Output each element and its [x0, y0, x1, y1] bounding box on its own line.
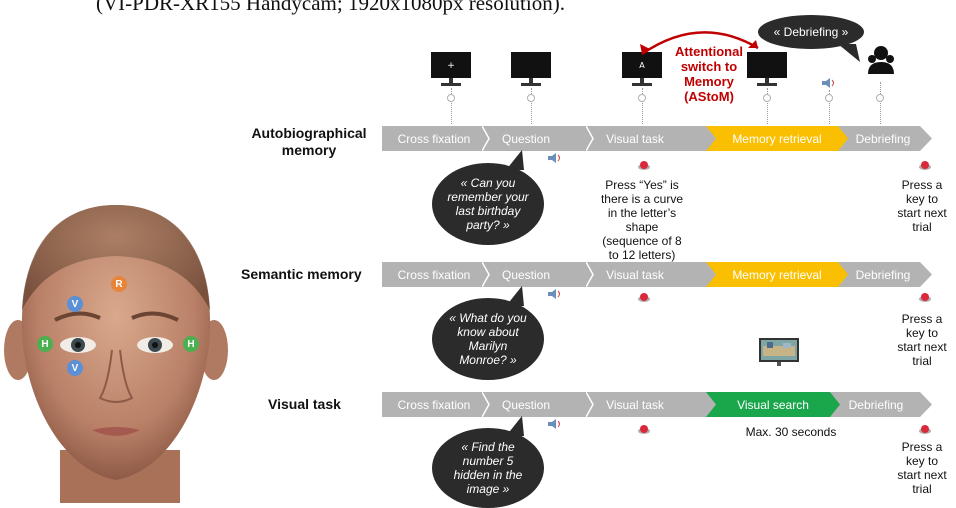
connector: [642, 88, 644, 124]
segment-memory-retrieval: Memory retrieval: [732, 131, 822, 146]
header-text: (VI-PDR-XR155 Handycam; 1920x1080px reso…: [96, 0, 565, 15]
end-note: Press a key to start next trial: [897, 440, 947, 496]
segment-question: Question: [501, 267, 551, 282]
row-label-visual-task: Visual task: [268, 396, 341, 412]
segment-cross-fixation: Cross fixation: [397, 397, 471, 412]
question-bubble-semantic: « What do you know about Marilyn Monroe?…: [432, 298, 544, 380]
connector-dot: [825, 94, 833, 102]
monitor-icon: [509, 52, 553, 86]
response-button-icon: [919, 425, 931, 434]
end-note: Press a key to start next trial: [897, 178, 947, 234]
connector: [451, 88, 453, 124]
response-button-icon: [919, 161, 931, 170]
segment-debriefing: Debriefing: [855, 131, 911, 146]
speaker-icon: [548, 153, 560, 163]
segment-memory-retrieval-bg: [706, 126, 848, 151]
question-bubble-autobiographical: « Can you remember your last birthday pa…: [432, 163, 544, 245]
connector: [829, 90, 831, 124]
search-duration-note: Max. 30 seconds: [745, 425, 837, 439]
response-button-icon: [638, 425, 650, 434]
astom-arrow: [640, 31, 759, 56]
question-text: « Can you remember your last birthday pa…: [447, 176, 529, 232]
search-image-thumbnail: [759, 338, 799, 366]
marker-v-top: V: [67, 296, 83, 312]
connector: [531, 88, 533, 124]
bubble-tail: [838, 44, 860, 62]
end-note: Press a key to start next trial: [897, 312, 947, 368]
chevron-divider: [482, 262, 490, 287]
chevron-divider: [586, 262, 594, 287]
marker-h-right: H: [183, 336, 199, 352]
segment-debriefing: Debriefing: [855, 267, 911, 282]
face-illustration: [4, 205, 228, 503]
chevron-divider: [482, 126, 490, 151]
debriefing-bubble: « Debriefing »: [758, 15, 864, 49]
question-text: « What do you know about Marilyn Monroe?…: [449, 311, 527, 367]
speaker-icon: [548, 289, 560, 299]
connector-dot: [876, 94, 884, 102]
segment-memory-retrieval: Memory retrieval: [732, 267, 822, 282]
question-text: « Find the number 5 hidden in the image …: [453, 440, 523, 496]
segment-visual-task: Visual task: [606, 267, 664, 282]
monitor-icon: +: [429, 52, 473, 86]
marker-v-bottom: V: [67, 360, 83, 376]
response-button-icon: [638, 161, 650, 170]
segment-question: Question: [501, 397, 551, 412]
svg-text:+: +: [447, 61, 455, 71]
task-note: Press “Yes” is there is a curve in the l…: [600, 178, 684, 262]
people-icon: [868, 46, 894, 74]
segment-cross-fixation: Cross fixation: [397, 267, 471, 282]
segment-visual-task: Visual task: [606, 397, 664, 412]
marker-r: R: [111, 276, 127, 292]
connector-dot: [638, 94, 646, 102]
row-label-semantic: Semantic memory: [241, 266, 362, 282]
segment-visual-search-bg: [706, 392, 840, 417]
monitor-icon: A: [620, 52, 664, 86]
segment-debriefing: Debriefing: [848, 397, 904, 412]
chevron-divider: [482, 392, 490, 417]
row-label-autobiographical: Autobiographical memory: [251, 125, 367, 158]
segment-cross-fixation: Cross fixation: [397, 131, 471, 146]
astom-label: Attentional switch to Memory (AStoM): [675, 44, 743, 104]
chevron-divider: [586, 126, 594, 151]
question-bubble-visual: « Find the number 5 hidden in the image …: [432, 428, 544, 508]
svg-text:A: A: [639, 61, 645, 70]
segment-memory-retrieval-bg: [706, 262, 848, 287]
response-button-icon: [638, 293, 650, 302]
bubble-tail: [506, 150, 524, 170]
connector: [767, 88, 769, 124]
segment-question: Question: [501, 131, 551, 146]
segment-visual-search: Visual search: [737, 397, 809, 412]
timeline-bar: [382, 392, 932, 417]
marker-h-left: H: [37, 336, 53, 352]
speaker-icon: [548, 419, 560, 429]
speaker-icon: [822, 78, 834, 88]
chevron-divider: [586, 392, 594, 417]
connector-dot: [527, 94, 535, 102]
response-button-icon: [919, 293, 931, 302]
connector-dot: [763, 94, 771, 102]
connector-dot: [447, 94, 455, 102]
segment-visual-task: Visual task: [606, 131, 664, 146]
monitor-icon: [745, 52, 789, 86]
connector: [880, 82, 882, 124]
